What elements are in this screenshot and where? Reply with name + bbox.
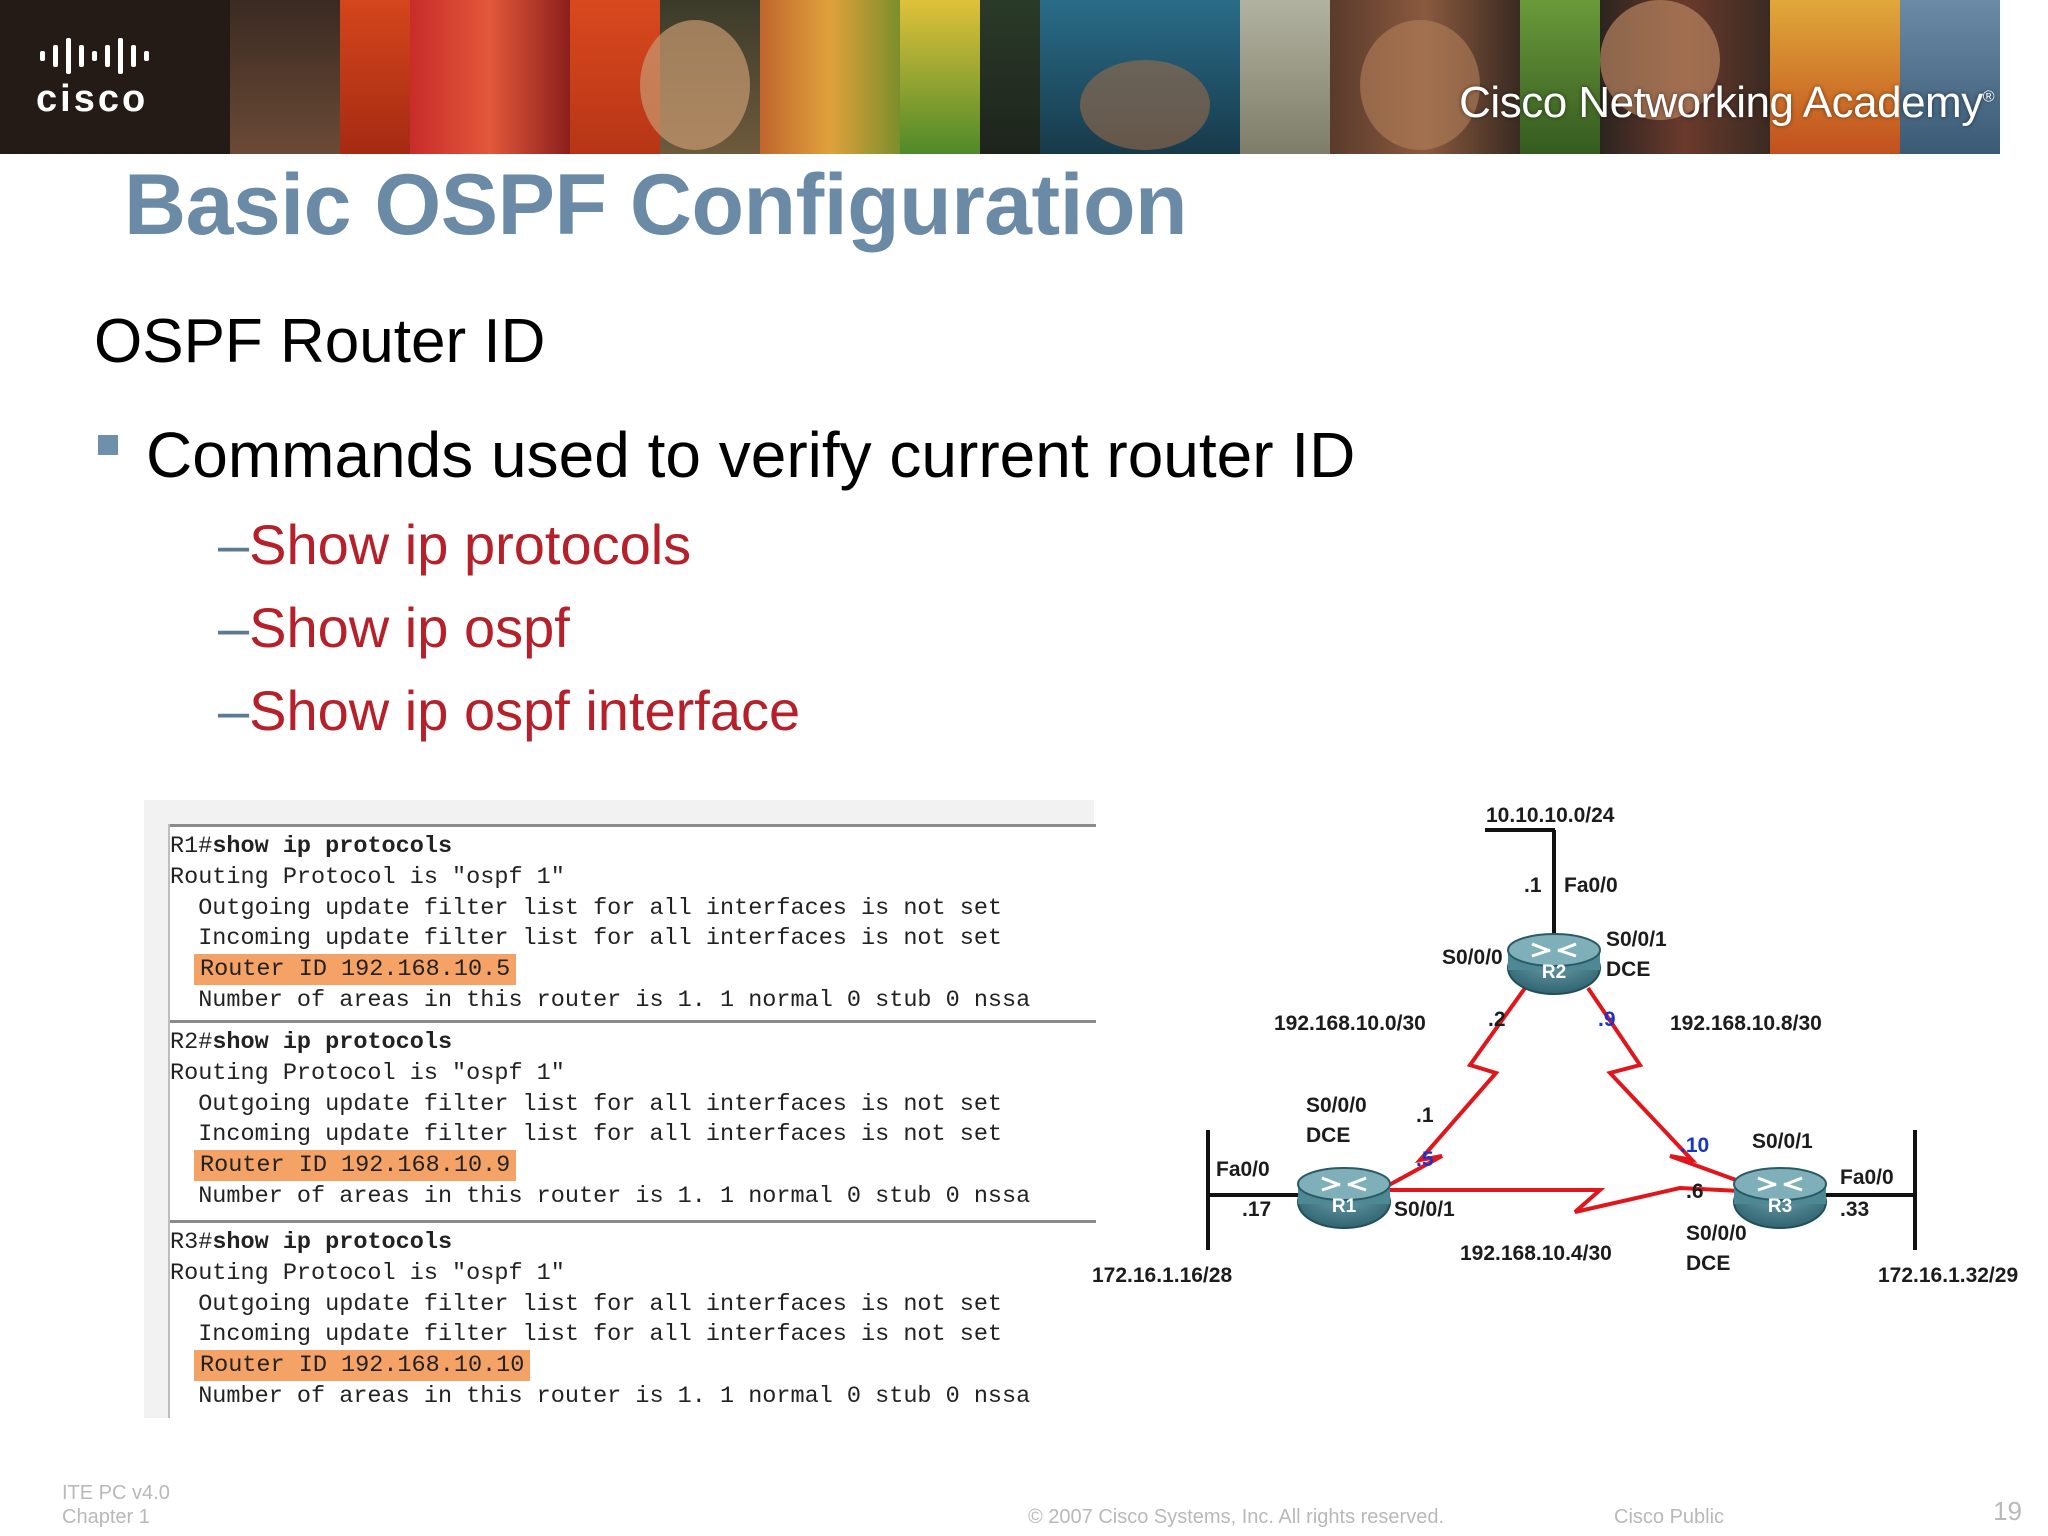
- host-label: .1: [1416, 1104, 1434, 1127]
- cisco-wordmark: cisco: [36, 78, 149, 120]
- console-command: R1#show ip protocols: [170, 833, 453, 860]
- console-line: Routing Protocol is "ospf 1": [170, 864, 565, 891]
- network-label-192-168-10-8: 192.168.10.8/30: [1670, 1012, 1822, 1035]
- bullet-item: Commands used to verify current router I…: [98, 418, 1355, 492]
- router-label: R3: [1768, 1196, 1792, 1217]
- console-line: Incoming update filter list for all inte…: [170, 1321, 1003, 1348]
- serial-link-r1-r3: [1340, 1185, 1761, 1214]
- slide-title: Basic OSPF Configuration: [124, 157, 1188, 253]
- interface-label: Fa0/0: [1840, 1166, 1894, 1189]
- host-label: .10: [1680, 1134, 1709, 1157]
- router-label: R2: [1542, 962, 1566, 983]
- console-line: Number of areas in this router is 1. 1 n…: [170, 1383, 1031, 1410]
- interface-label: Fa0/0: [1564, 874, 1618, 897]
- footer-copyright: © 2007 Cisco Systems, Inc. All rights re…: [1028, 1506, 1445, 1528]
- interface-label: S0/0/1: [1606, 928, 1667, 951]
- console-command: R2#show ip protocols: [170, 1029, 453, 1056]
- cisco-logo: cisco: [36, 36, 196, 126]
- console-line: Routing Protocol is "ospf 1": [170, 1060, 565, 1087]
- console-line: Outgoing update filter list for all inte…: [170, 1091, 1003, 1118]
- host-label: .2: [1488, 1008, 1506, 1031]
- console-line: Outgoing update filter list for all inte…: [170, 895, 1003, 922]
- network-label-172-16-1-16: 172.16.1.16/28: [1092, 1264, 1232, 1287]
- router-r1-icon: R1: [1297, 1167, 1391, 1229]
- academy-title: Cisco Networking Academy®: [1459, 78, 1994, 127]
- network-label-192-168-10-0: 192.168.10.0/30: [1274, 1012, 1426, 1035]
- console-line: Incoming update filter list for all inte…: [170, 1121, 1003, 1148]
- interface-label: S0/0/1: [1394, 1198, 1455, 1221]
- ospf-topology-diagram: R2 R1 R3 10.10.10.0/24 .1 Fa0/0 S0/0/0 S…: [1092, 804, 2018, 1287]
- footer-chapter: Chapter 1: [62, 1506, 150, 1528]
- console-block-r1: R1#show ip protocols Routing Protocol is…: [170, 824, 1096, 1019]
- console-block-r3: R3#show ip protocols Routing Protocol is…: [170, 1220, 1096, 1421]
- bullet-text: Commands used to verify current router I…: [146, 419, 1356, 491]
- host-label: .17: [1242, 1198, 1271, 1221]
- interface-label: Fa0/0: [1216, 1158, 1270, 1181]
- dce-label: DCE: [1686, 1252, 1730, 1275]
- host-label: .1: [1524, 874, 1542, 897]
- page-number: 19: [1993, 1496, 2022, 1526]
- sub-bullet-show-ip-protocols: –Show ip protocols: [218, 513, 692, 576]
- dce-label: DCE: [1306, 1124, 1350, 1147]
- footer-version: ITE PC v4.0: [62, 1482, 170, 1504]
- interface-label: S0/0/0: [1442, 946, 1503, 969]
- console-line: Number of areas in this router is 1. 1 n…: [170, 1183, 1031, 1210]
- slide-subtitle: OSPF Router ID: [94, 307, 546, 376]
- host-label: .5: [1416, 1148, 1434, 1171]
- console-line: Number of areas in this router is 1. 1 n…: [170, 987, 1031, 1014]
- console-line: Incoming update filter list for all inte…: [170, 925, 1003, 952]
- router-label: R1: [1332, 1196, 1357, 1217]
- console-line: Outgoing update filter list for all inte…: [170, 1291, 1003, 1318]
- host-label: .33: [1840, 1198, 1869, 1221]
- network-label-192-168-10-4: 192.168.10.4/30: [1460, 1242, 1612, 1265]
- router-id-highlight: Router ID 192.168.10.5: [194, 954, 517, 985]
- console-command: R3#show ip protocols: [170, 1229, 453, 1256]
- router-id-highlight: Router ID 192.168.10.10: [194, 1350, 531, 1381]
- host-label: .9: [1598, 1008, 1616, 1031]
- network-label-172-16-1-32: 172.16.1.32/29: [1878, 1264, 2018, 1287]
- router-id-highlight: Router ID 192.168.10.9: [194, 1150, 517, 1181]
- sub-bullet-show-ip-ospf: –Show ip ospf: [218, 596, 570, 659]
- interface-label: S0/0/0: [1306, 1094, 1367, 1117]
- console-line: Routing Protocol is "ospf 1": [170, 1260, 565, 1287]
- network-label-10-10-10-0: 10.10.10.0/24: [1486, 804, 1615, 827]
- router-r3-icon: R3: [1733, 1167, 1827, 1229]
- square-bullet-icon: [98, 435, 118, 455]
- sub-bullet-show-ip-ospf-interface: –Show ip ospf interface: [218, 679, 801, 742]
- router-r2-icon: R2: [1507, 933, 1601, 995]
- dce-label: DCE: [1606, 958, 1650, 981]
- serial-link-r2-r3: [1586, 986, 1759, 1190]
- header-banner: cisco Cisco Networking Academy®: [0, 0, 2048, 154]
- serial-link-r1-r2: [1379, 986, 1527, 1192]
- interface-label: S0/0/1: [1752, 1130, 1813, 1153]
- console-output-panel: R1#show ip protocols Routing Protocol is…: [144, 800, 1096, 1421]
- interface-label: S0/0/0: [1686, 1222, 1747, 1245]
- footer-classification: Cisco Public: [1614, 1506, 1725, 1528]
- host-label: .6: [1686, 1180, 1704, 1203]
- console-block-r2: R2#show ip protocols Routing Protocol is…: [170, 1020, 1096, 1219]
- cisco-bars-icon: [40, 36, 196, 76]
